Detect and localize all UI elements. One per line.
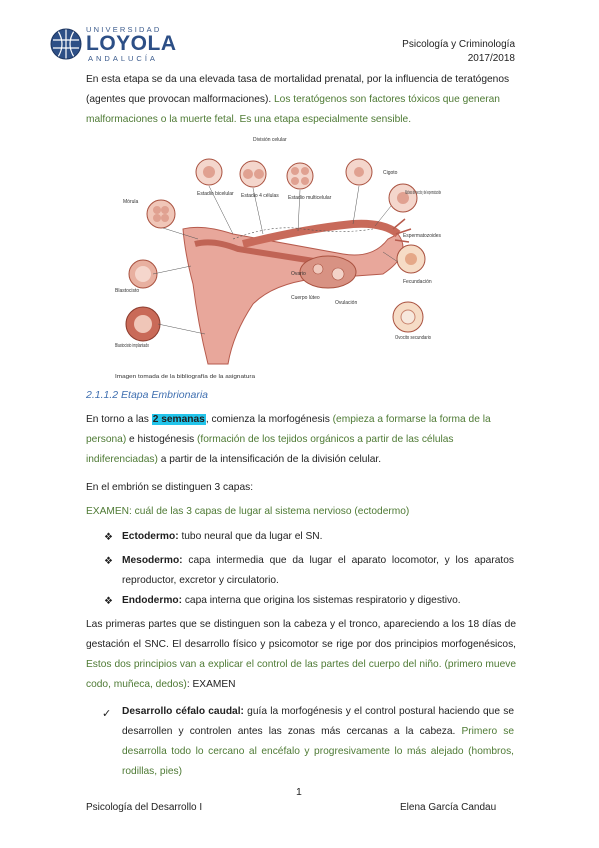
p2-text-b: , comienza la morfogénesis: [205, 414, 333, 425]
label-espermatozoides: Espermatozoides: [403, 233, 441, 239]
intro-green-text: Los teratógenos son factores tóxicos que…: [86, 94, 500, 125]
logo-globe-icon: [50, 28, 82, 60]
layer-desc: tubo neural que da lugar el SN.: [178, 531, 323, 542]
p4-exam: : EXAMEN: [186, 679, 236, 690]
page-number: 1: [296, 786, 302, 798]
label-ovario: Ovario: [291, 271, 306, 277]
footer-author: Elena García Candau: [400, 802, 497, 813]
label-multi: Estadio multicelular: [288, 195, 332, 201]
label-cuerpo: Cuerpo lúteo: [291, 295, 320, 301]
p4-green: Estos dos principios van a explicar el c…: [86, 659, 516, 690]
p2-text-c: e histogénesis: [126, 434, 198, 445]
label-implantado: Blastocisto implantado: [115, 343, 149, 349]
label-quad: Estadio 4 células: [241, 193, 279, 199]
cell-division-row: [125, 158, 426, 342]
layer-term: Endodermo:: [122, 595, 182, 606]
layers-intro: En el embrión se distinguen 3 capas:: [86, 482, 254, 493]
layer-endodermo: Endodermo: capa interna que origina los …: [122, 591, 514, 611]
logo-bottom-text: ANDALUCÍA: [88, 54, 158, 63]
p2-green-1: (empieza a formarse la forma de la perso…: [86, 414, 491, 445]
p2-green-2: (formación de los tejidos orgánicos a pa…: [86, 434, 454, 465]
logo-top-text: UNIVERSIDAD: [86, 25, 162, 34]
label-blastocisto: Blastocisto: [115, 288, 139, 294]
highlight-2-semanas: 2 semanas: [151, 414, 206, 425]
embryo-development-figure: División celular Mórula Estadio bicelula…: [113, 134, 443, 386]
footer-subject: Psicología del Desarrollo I: [86, 802, 203, 813]
check-mark-icon: ✓: [102, 708, 112, 720]
label-fecundacion: Fecundación: [403, 279, 432, 285]
p2-text-d: a partir de la intensificación de la div…: [157, 454, 382, 465]
cephalocaudal-item: Desarrollo céfalo caudal: guía la morfog…: [122, 702, 514, 782]
label-ovulacion: Ovulación: [335, 300, 357, 306]
label-cigoto: Cigoto: [383, 170, 398, 176]
check-green: Primero se desarrolla todo lo cercano al…: [122, 726, 514, 777]
exam-note: EXAMEN: cuál de las 3 capas de lugar al …: [86, 506, 410, 517]
intro-paragraph: En esta etapa se da una elevada tasa de …: [86, 70, 516, 130]
logo-main-text: LOYOLA: [86, 32, 177, 55]
label-division: División celular: [253, 137, 287, 143]
figure-illustration: División celular Mórula Estadio bicelula…: [115, 137, 441, 380]
header-course-info: Psicología y Criminología 2017/2018: [402, 38, 515, 66]
label-bicellular: Estadio bicelular: [197, 191, 234, 197]
layer-mesodermo: Mesodermo: capa intermedia que da lugar …: [122, 551, 514, 591]
layer-term: Mesodermo:: [122, 555, 183, 566]
university-logo: UNIVERSIDAD LOYOLA ANDALUCÍA: [50, 24, 176, 64]
diamond-bullet-icon: ❖: [104, 556, 113, 567]
p4-text: Las primeras partes que se distinguen so…: [86, 619, 516, 650]
p2-text-a: En torno a las: [86, 414, 152, 425]
intro-text: En esta etapa se da una elevada tasa de …: [86, 74, 510, 105]
check-desc: guía la morfogénesis y el control postur…: [122, 706, 514, 737]
label-ovocito: Ovocito secundario: [395, 335, 431, 341]
layer-term: Ectodermo:: [122, 531, 179, 542]
figure-caption: Imagen tomada de la bibliografía de la a…: [115, 374, 255, 380]
layer-desc: capa intermedia que da lugar el aparato …: [122, 555, 514, 586]
principles-paragraph: Las primeras partes que se distinguen so…: [86, 615, 516, 695]
label-nucleos: Núcleos del ovocito y del espermatozoide: [405, 190, 441, 196]
diamond-bullet-icon: ❖: [104, 532, 113, 543]
check-term: Desarrollo céfalo caudal:: [122, 706, 244, 717]
embryonic-paragraph: En torno a las 2 semanas, comienza la mo…: [86, 410, 516, 470]
layer-desc: capa interna que origina los sistemas re…: [182, 595, 461, 606]
section-heading: 2.1.1.2 Etapa Embrionaria: [86, 389, 208, 401]
header-year: 2017/2018: [467, 53, 515, 64]
layer-ectodermo: Ectodermo: tubo neural que da lugar el S…: [122, 527, 514, 547]
header-course: Psicología y Criminología: [402, 39, 515, 50]
label-morula: Mórula: [123, 199, 139, 205]
diamond-bullet-icon: ❖: [104, 596, 113, 607]
